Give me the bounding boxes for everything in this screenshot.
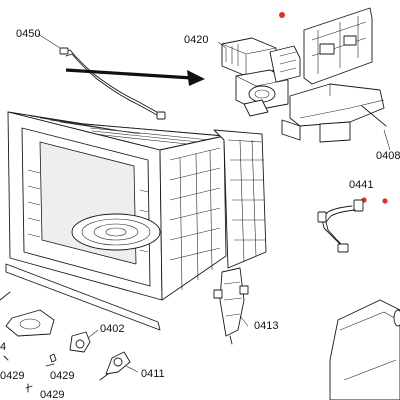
mounting-bracket	[0, 291, 55, 337]
part-label-0402: 0402	[100, 323, 125, 335]
part-label-partial: 4	[0, 341, 7, 353]
marker-dot	[279, 12, 285, 18]
oven-cavity-frame	[5, 111, 267, 331]
switch-assembly-0413	[213, 267, 249, 345]
connector-0441	[317, 199, 364, 253]
wire-harness-0450	[59, 47, 166, 120]
part-label-0429-mid: 0429	[50, 370, 75, 382]
leader-lines	[37, 33, 391, 373]
part-label-0429-bottom: 0429	[40, 389, 65, 400]
red-markers	[279, 12, 388, 204]
pointer-arrow	[65, 68, 205, 86]
marker-dot	[382, 198, 388, 204]
bracket-panel-0408	[281, 7, 387, 143]
part-label-0420: 0420	[184, 34, 209, 46]
part-label-0429-left: 0429	[0, 370, 25, 382]
part-label-0450: 0450	[16, 28, 41, 40]
module-0420	[221, 37, 301, 117]
part-label-0441: 0441	[349, 179, 374, 191]
side-cover-panel	[329, 299, 400, 400]
part-label-0411: 0411	[141, 368, 165, 380]
part-label-0408: 0408	[376, 150, 400, 162]
part-label-0413: 0413	[254, 320, 279, 332]
hinge-0402	[69, 331, 91, 353]
latch-0411	[99, 351, 131, 381]
screws-0429	[3, 353, 57, 393]
